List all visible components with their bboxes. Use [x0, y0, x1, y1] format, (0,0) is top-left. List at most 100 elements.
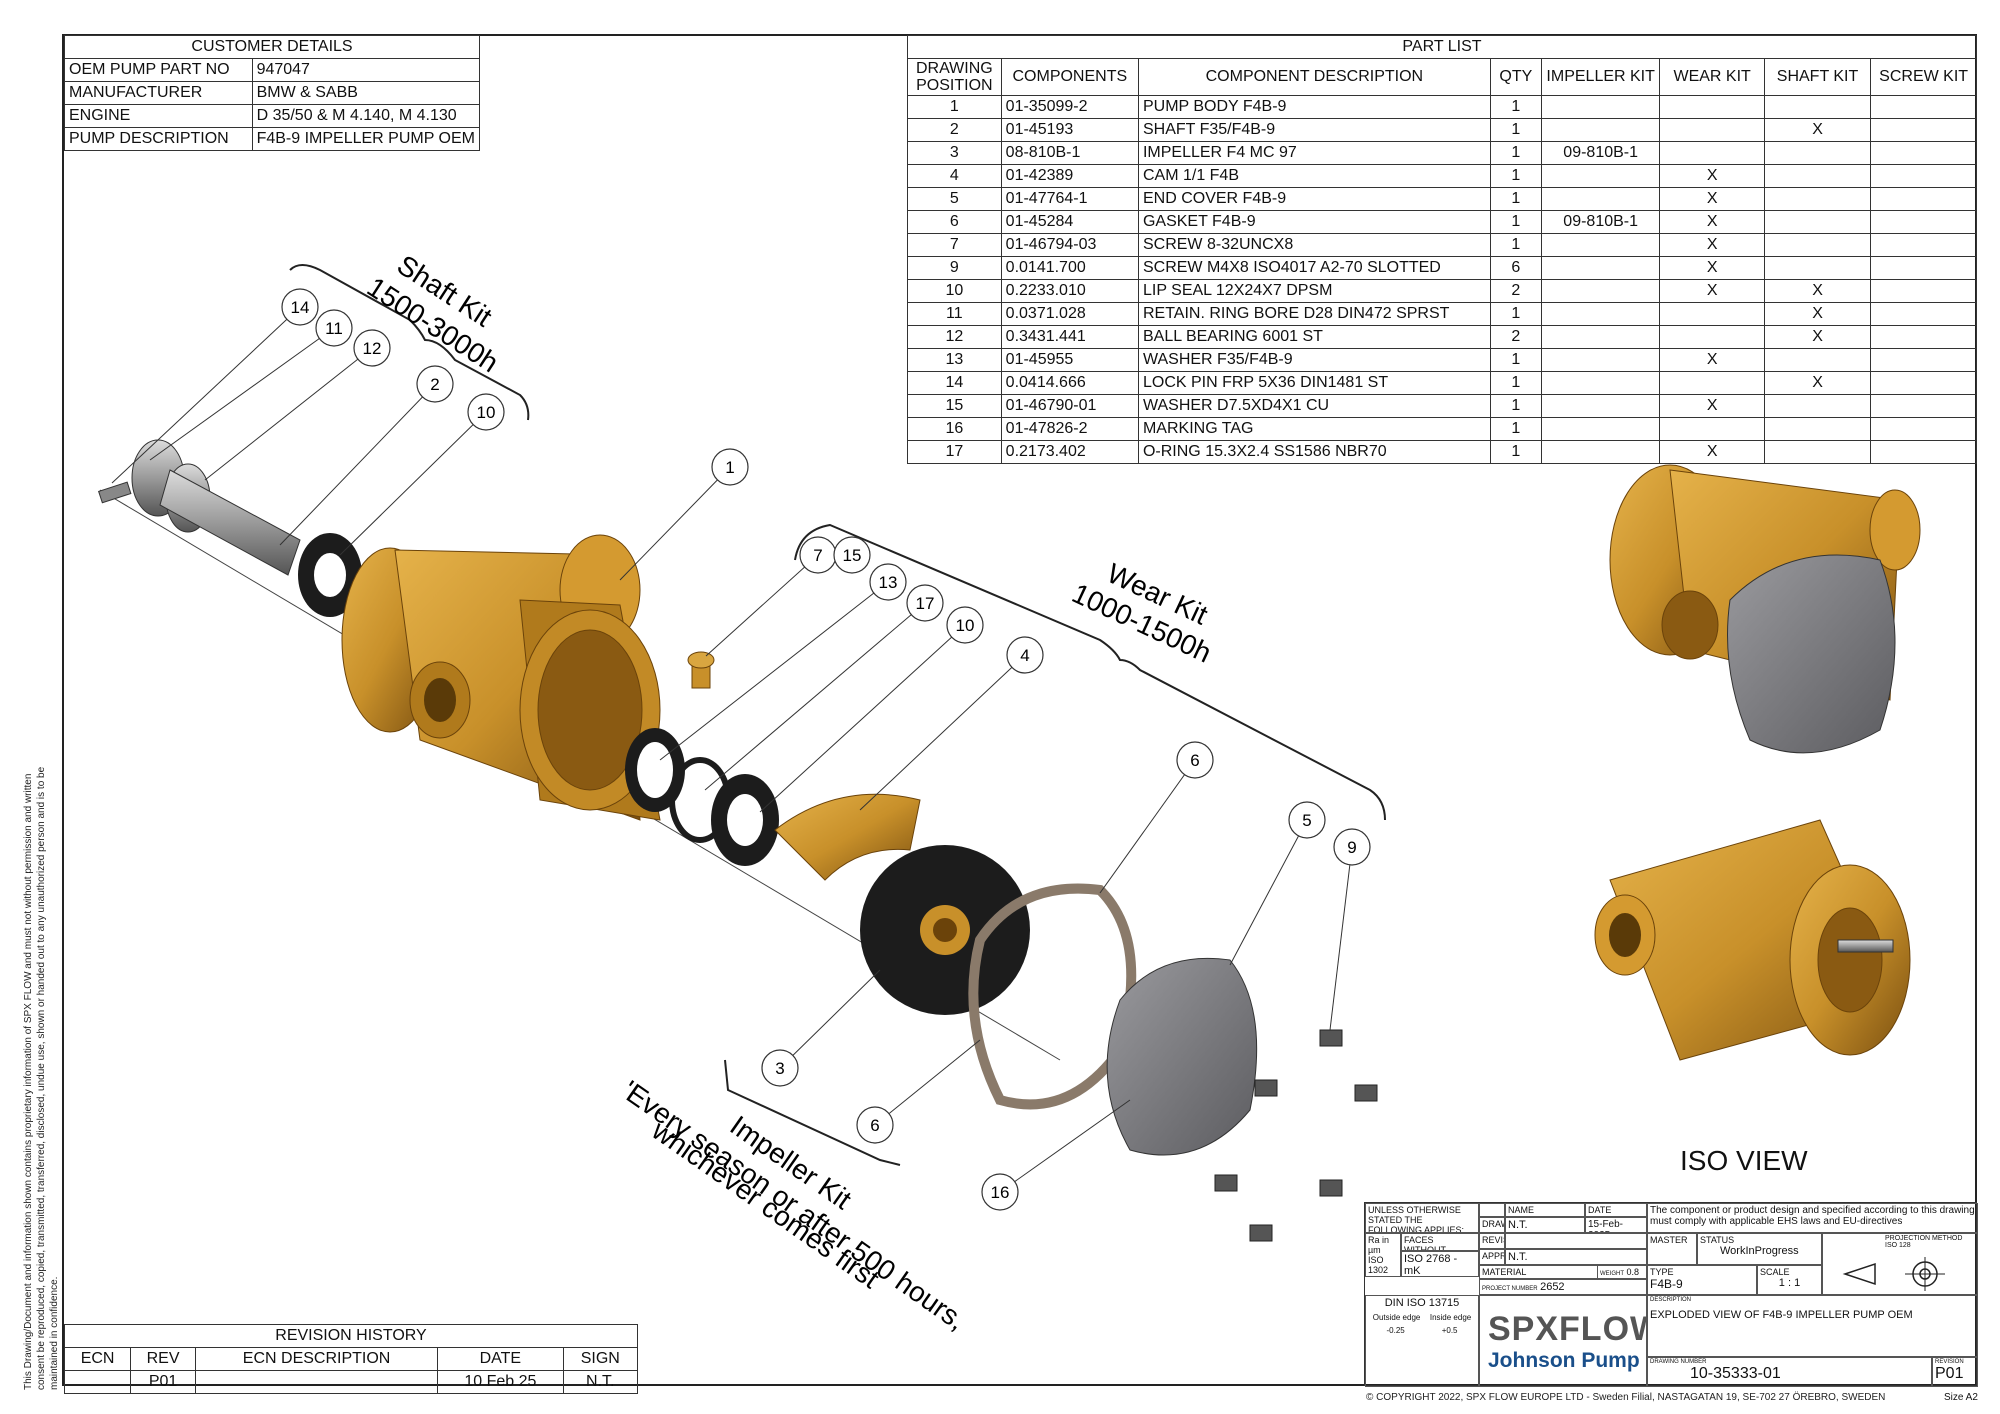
balloon-circle — [981, 1173, 1019, 1211]
tb-outside-val: -0.25 — [1386, 1326, 1405, 1335]
balloon-circle — [761, 1049, 799, 1087]
part-list-cell: 1 — [1489, 440, 1542, 464]
balloon-circle — [946, 606, 984, 644]
lip-seal-10 — [711, 774, 779, 866]
balloon-number: 9 — [1347, 838, 1356, 857]
screw-7 — [687, 651, 715, 689]
part-list-cell: 0.2173.402 — [1000, 440, 1139, 464]
balloon-number: 15 — [843, 546, 862, 565]
part-list-cell: IMPELLER F4 MC 97 — [1137, 141, 1491, 165]
tb-type: F4B-9 — [1650, 1277, 1683, 1291]
balloon-circle — [467, 393, 505, 431]
tb-revision-cell: REVISION P01 — [1932, 1357, 1978, 1387]
leader-lines — [111, 306, 1353, 1193]
tb-logo: SPXFLOW Johnson Pump — [1479, 1295, 1647, 1387]
part-list-cell: 01-47826-2 — [1000, 417, 1139, 441]
balloon-number: 7 — [813, 546, 822, 565]
balloon-circle — [281, 288, 319, 326]
balloon-circle — [711, 448, 749, 486]
revision-header-cell: ECN DESCRIPTION — [194, 1347, 439, 1371]
balloon-number: 1 — [725, 458, 734, 477]
part-list-cell — [1870, 141, 1977, 165]
balloon-number: 14 — [291, 298, 310, 317]
tb-name-hdr: NAME — [1505, 1203, 1585, 1217]
cam-4 — [774, 793, 921, 881]
tb-drawn-name: N.T. — [1505, 1217, 1585, 1233]
balloon-number: 4 — [1020, 646, 1029, 665]
part-list-cell — [1659, 302, 1765, 326]
tb-iso2768: ISO 2768 - mK — [1401, 1251, 1479, 1277]
part-list-header-cell: SHAFT KIT — [1763, 58, 1872, 96]
part-list-cell: 01-45193 — [1000, 118, 1139, 142]
part-list-cell — [1870, 118, 1977, 142]
part-list-cell: 1 — [1489, 187, 1542, 211]
balloon-circle — [1176, 741, 1214, 779]
tb-scale-lbl: SCALE — [1760, 1267, 1790, 1277]
part-list-cell: 09-810B-1 — [1540, 141, 1661, 165]
balloon-circle — [906, 584, 944, 622]
tb-revised: REVISED — [1479, 1233, 1505, 1249]
part-list-cell — [1870, 417, 1977, 441]
balloon-number: 13 — [879, 573, 898, 592]
washer-13 — [625, 728, 685, 812]
part-list-cell: SHAFT F35/F4B-9 — [1137, 118, 1491, 142]
part-list-cell: 1 — [1489, 164, 1542, 188]
balloon-number: 5 — [1302, 811, 1311, 830]
tb-unless: UNLESS OTHERWISE STATED THE FOLLOWING AP… — [1365, 1203, 1479, 1233]
tb-type-lbl: TYPE — [1650, 1267, 1674, 1277]
projection-symbol-icon — [1842, 1257, 1945, 1291]
tb-status: WorkInProgress — [1720, 1245, 1799, 1257]
part-list-cell — [1540, 371, 1661, 395]
part-list-cell — [1870, 440, 1977, 464]
part-list-cell — [1763, 210, 1872, 234]
part-list-cell: X — [1763, 371, 1872, 395]
balloon-circle — [1333, 828, 1371, 866]
part-list-cell: X — [1659, 233, 1765, 257]
tb-status-lbl: STATUS — [1700, 1235, 1735, 1245]
johnson-pump-logo: Johnson Pump — [1488, 1348, 1640, 1372]
part-list-cell: 01-45955 — [1000, 348, 1139, 372]
part-list-cell: X — [1763, 325, 1872, 349]
part-list-cell: 4 — [907, 164, 1002, 188]
tb-revision-lbl: REVISION — [1935, 1359, 1964, 1365]
part-list-cell: 1 — [1489, 394, 1542, 418]
balloon-number: 2 — [430, 375, 439, 394]
balloon-number: 16 — [991, 1183, 1010, 1202]
balloon-circle — [833, 536, 871, 574]
part-list-cell: LOCK PIN FRP 5X36 DIN1481 ST — [1137, 371, 1491, 395]
tb-weight-cell: WEIGHT 0.8 kg — [1597, 1265, 1647, 1279]
customer-value: F4B-9 IMPELLER PUMP OEM — [251, 127, 481, 151]
part-list-cell — [1870, 210, 1977, 234]
part-list-cell: SCREW 8-32UNCX8 — [1137, 233, 1491, 257]
part-list-cell: 1 — [1489, 210, 1542, 234]
part-list-cell: 6 — [907, 210, 1002, 234]
tb-master: MASTER — [1647, 1233, 1697, 1265]
revision-cell — [63, 1370, 132, 1394]
revision-header-cell: SIGN — [562, 1347, 639, 1371]
impeller-3 — [860, 845, 1030, 1015]
part-list-cell: 01-46794-03 — [1000, 233, 1139, 257]
tb-revised-blank — [1505, 1233, 1647, 1249]
part-list-cell — [1540, 440, 1661, 464]
part-list-cell: 1 — [1489, 141, 1542, 165]
part-list-header-cell: COMPONENT DESCRIPTION — [1137, 58, 1491, 96]
part-list-header-cell: WEAR KIT — [1659, 58, 1765, 96]
part-list-cell: X — [1659, 394, 1765, 418]
